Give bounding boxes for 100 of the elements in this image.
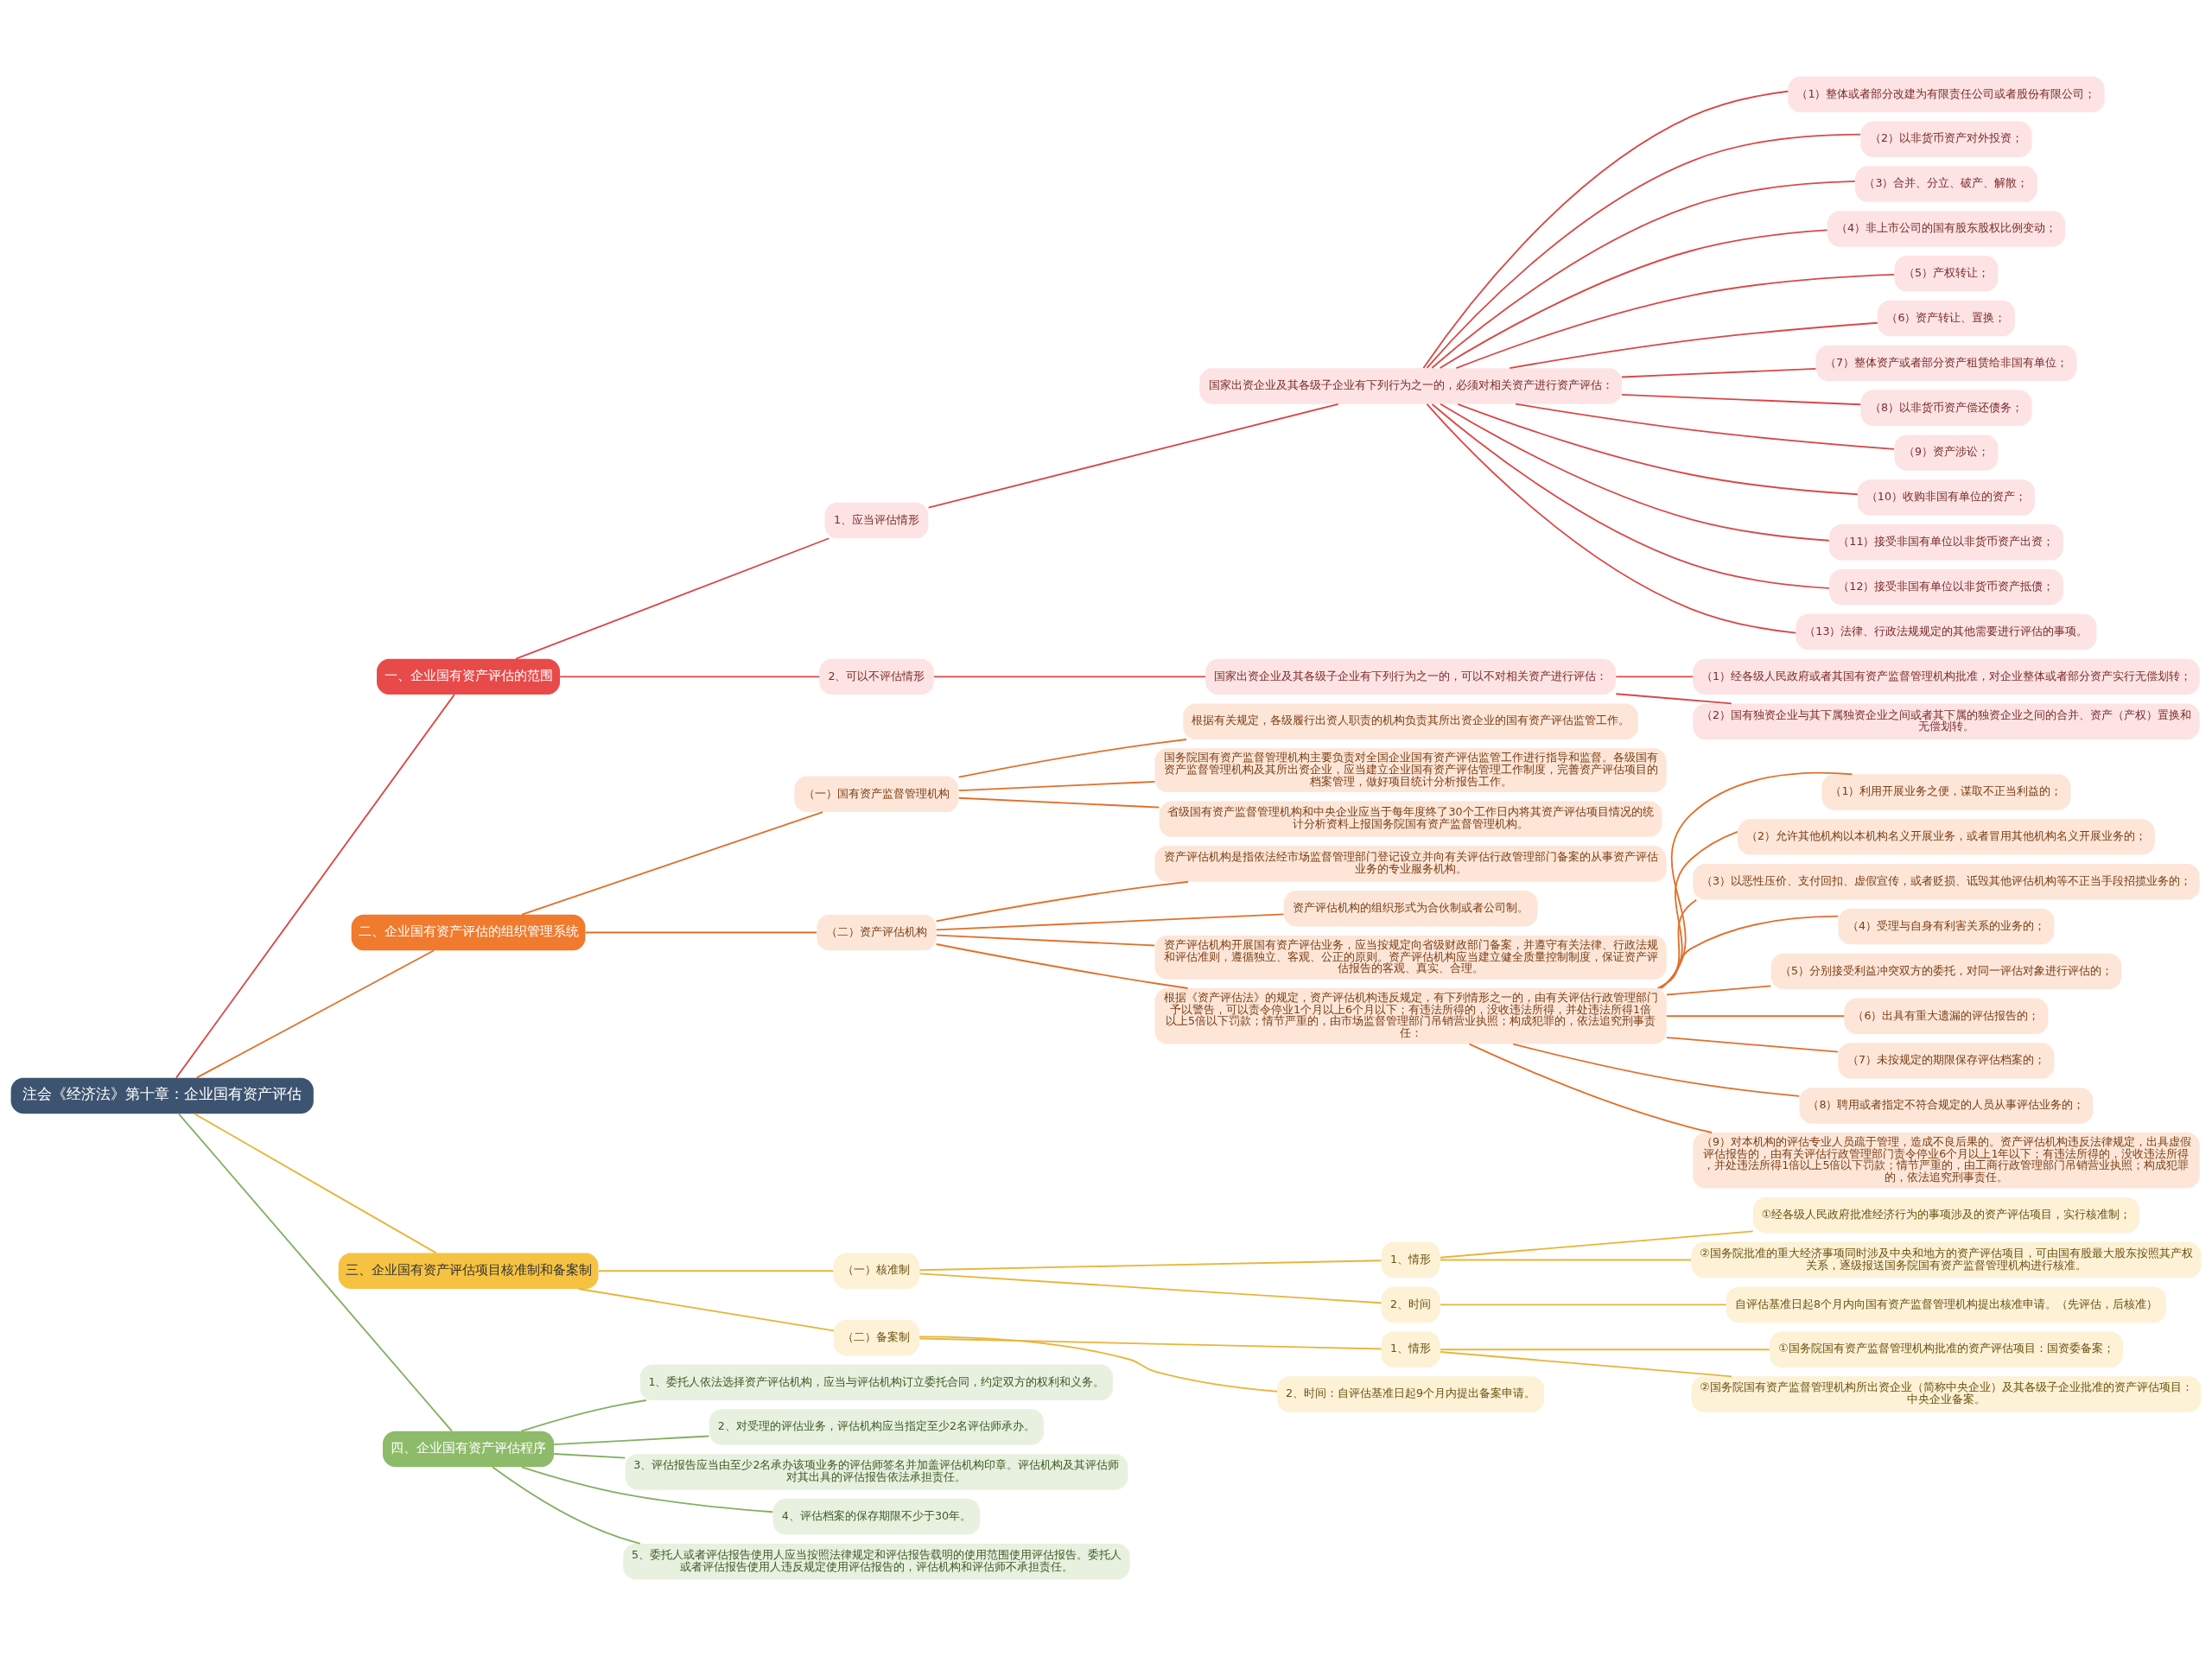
- node-box: （1）利用开展业务之便，谋取不正当利益的；: [1821, 774, 2071, 810]
- connector: [1426, 133, 1861, 369]
- node-box: 1、委托人依法选择资产评估机构，应当与评估机构订立委托合同，约定双方的权利和义务。: [639, 1364, 1114, 1400]
- node-box: 1、情形: [1381, 1241, 1440, 1278]
- node-box: （13）法律、行政法规规定的其他需要进行评估的事项。: [1796, 613, 2097, 650]
- connector: [957, 739, 1187, 778]
- node-box: 4、评估档案的保存期限不少于30年。: [772, 1499, 981, 1535]
- connector: [1422, 90, 1789, 369]
- node-box: （4）非上市公司的国有股东股权比例变动；: [1827, 211, 2066, 247]
- node-box: 注会《经济法》第十章：企业国有资产评估: [10, 1077, 314, 1114]
- node-box: （10）收购非国有单位的资产；: [1857, 479, 2035, 516]
- connector: [918, 1272, 1382, 1304]
- node-box: 根据有关规定，各级履行出资人职责的机构负责其所出资企业的国有资产评估监管工作。: [1183, 703, 1638, 739]
- connector: [957, 796, 1160, 809]
- connector: [1660, 771, 1853, 989]
- node-box: 2、可以不评估情形: [819, 658, 934, 695]
- node-box: （7）未按规定的期限保存评估档案的；: [1838, 1043, 2055, 1079]
- connector: [1468, 1043, 1713, 1133]
- connector: [935, 880, 1189, 923]
- node-box: 2、对受理的评估业务，评估机构应当指定至少2名评估师承办。: [709, 1409, 1044, 1445]
- connector: [175, 694, 455, 1079]
- connector: [521, 811, 823, 916]
- connector: [935, 943, 1189, 989]
- connector: [1440, 1348, 1770, 1351]
- node-box: （6）出具有重大遗漏的评估报告的；: [1844, 998, 2049, 1034]
- node-box: 根据《资产评估法》的规定，资产评估机构违反规定，有下列情形之一的，由有关评估行政管理部门予以警告，可以责令停业1个月以上6个月以下；有违法所得的，没收违法所得，并处违法所得1倍以上5倍以下罚款；情节严重的，由市场监督管理部门吊销营业执照；构成犯罪的，依法追究刑事责任：: [1154, 988, 1667, 1044]
- connector: [553, 1435, 710, 1446]
- node-box: （4）受理与自身有利害关系的业务的；: [1838, 908, 2055, 945]
- connector: [1440, 1230, 1754, 1259]
- node-box: （6）资产转让、置换；: [1877, 300, 2015, 337]
- connector: [597, 1270, 835, 1272]
- node-box: （3）以恶性压价、支付回扣、虚假宣传，或者贬损、诋毁其他评估机构等不正当手段招揽业务的；: [1693, 864, 2200, 900]
- node-box: （一）国有资产监督管理机构: [794, 776, 959, 813]
- connector: [1457, 403, 1859, 496]
- node-box: 国家出资企业及其各级子企业有下列行为之一的，必须对相关资产进行资产评估：: [1199, 368, 1622, 404]
- connector: [935, 913, 1285, 931]
- node-box: （1）整体或者部分改建为有限责任公司或者股份有限公司；: [1788, 76, 2105, 113]
- connector: [932, 676, 1206, 678]
- connector: [1659, 898, 1698, 989]
- connector: [918, 1259, 1382, 1272]
- node-box: 2、时间：自评估基准日起9个月内提出备案申请。: [1277, 1376, 1544, 1412]
- connector: [1515, 403, 1895, 450]
- connector: [577, 1288, 835, 1332]
- node-box: ②国务院国有资产监督管理机构所出资企业（简称中央企业）及其各级子企业批准的资产评估项目：中央企业备案。: [1691, 1376, 2202, 1412]
- node-box: 资产评估机构的组织形式为合伙制或者公司制。: [1283, 891, 1538, 927]
- connector: [177, 1113, 453, 1432]
- connector: [1512, 1043, 1801, 1097]
- node-box: ②国务院批准的重大经济事项同时涉及中央和地方的资产评估项目，可由国有股最大股东按照其产权关系，逐级报送国务院国有资产监督管理机构进行核准。: [1691, 1241, 2202, 1278]
- node-box: 自评估基准日起8个月内向国有资产监督管理机构提出核准申请。（先评估，后核准）: [1726, 1286, 2167, 1323]
- node-box: 资产评估机构开展国有资产评估业务，应当按规定向省级财政部门备案，并遵守有关法律、行政法规和评估准则，遵循独立、客观、公正的原则。资产评估机构应当建立健全质量控制制度，保证资产评估报告的客观、真实、合理。: [1154, 935, 1667, 980]
- node-box: （二）资产评估机构: [817, 914, 937, 951]
- connector: [520, 1399, 647, 1432]
- connector: [194, 1113, 437, 1254]
- node-box: （9）资产涉讼；: [1894, 435, 1999, 471]
- node-box: 资产评估机构是指依法经市场监督管理部门登记设立并向有关评估行政管理部门备案的从事资产评估业务的专业服务机构。: [1154, 846, 1667, 882]
- node-box: （二）备案制: [833, 1319, 919, 1356]
- connector: [1615, 676, 1694, 678]
- node-box: ①经各级人民政府批准经济行为的事项涉及的资产评估项目，实行核准制；: [1752, 1196, 2139, 1234]
- connector: [195, 949, 435, 1079]
- connector: [1426, 403, 1797, 634]
- connector: [1509, 321, 1878, 370]
- node-box: （5）产权转让；: [1894, 256, 1999, 292]
- connector: [1660, 830, 1738, 989]
- node-box: 三、企业国有资产评估项目核准制和备案制: [338, 1253, 599, 1289]
- connector: [957, 781, 1156, 791]
- connector: [1440, 1259, 1692, 1261]
- connector: [927, 403, 1339, 509]
- node-box: （9）对本机构的评估专业人员疏于管理，造成不良后果的。资产评估机构违反法律规定，出具虚假评估报告的，由有关评估行政管理部门责令停业6个月以上1年以下；有违法所得的，没收违法所得，并处违法所得1倍以上5倍以下罚款；情节严重的，由工商行政管理部门吊销营业执照；构成犯罪的，依法追究刑事责任。: [1693, 1133, 2200, 1189]
- node-box: （8）以非货币资产偿还债务；: [1860, 390, 2032, 426]
- connector: [1431, 403, 1830, 589]
- node-box: 省级国有资产监督管理机构和中央企业应当于每年度终了30个工作日内将其资产评估项目情况的统计分析资料上报国务院国有资产监督管理机构。: [1159, 801, 1662, 837]
- connector: [584, 931, 817, 934]
- connector: [515, 537, 830, 660]
- node-box: 2、时间: [1381, 1286, 1440, 1323]
- node-box: 国家出资企业及其各级子企业有下列行为之一的，可以不对相关资产进行评估：: [1205, 658, 1616, 695]
- connector: [1666, 1037, 1840, 1053]
- connector: [1666, 1015, 1846, 1018]
- connector: [918, 1337, 1382, 1350]
- connector: [918, 1336, 1278, 1393]
- connector: [520, 1466, 774, 1513]
- connector: [1621, 367, 1817, 378]
- node-box: （8）聘用或者指定不符合规定的人员从事评估业务的；: [1799, 1088, 2094, 1124]
- node-box: （2）以非货币资产对外投资；: [1860, 121, 2032, 157]
- connector: [1440, 403, 1830, 542]
- node-box: （1）经各级人民政府或者其国有资产监督管理机构批准，对企业整体或者部分资产实行无偿划转；: [1693, 658, 2200, 695]
- connector: [1656, 915, 1840, 989]
- connector: [1440, 1304, 1727, 1306]
- connector: [1439, 229, 1828, 369]
- connector: [1621, 394, 1862, 406]
- node-box: （一）核准制: [833, 1253, 919, 1289]
- node-box: （2）国有独资企业与其下属独资企业之间或者其下属的独资企业之间的合并、资产（产权）置换和无偿划转。: [1693, 703, 2200, 739]
- connector: [492, 1466, 641, 1545]
- node-box: （11）接受非国有单位以非货币资产出资；: [1829, 524, 2063, 561]
- node-box: 国务院国有资产监督管理机构主要负责对全国企业国有资产评估监管工作进行指导和监督。各级国有资产监督管理机构及其所出资企业，应当建立企业国有资产评估管理工作制度，完善资产评估项目的档案管理，做好项目统计分析报告工作。: [1154, 748, 1667, 792]
- node-box: （7）整体资产或者部分资产租赁给非国有单位；: [1815, 345, 2077, 382]
- node-box: （12）接受非国有单位以非货币资产抵债；: [1829, 568, 2063, 606]
- connector: [553, 1453, 626, 1459]
- node-box: 5、委托人或者评估报告使用人应当按照法律规定和评估报告载明的使用范围使用评估报告。委托人或者评估报告使用人违反规定使用评估报告的，评估机构和评估师不承担责任。: [623, 1543, 1130, 1580]
- connector: [1455, 273, 1896, 370]
- node-box: 1、情形: [1381, 1331, 1440, 1367]
